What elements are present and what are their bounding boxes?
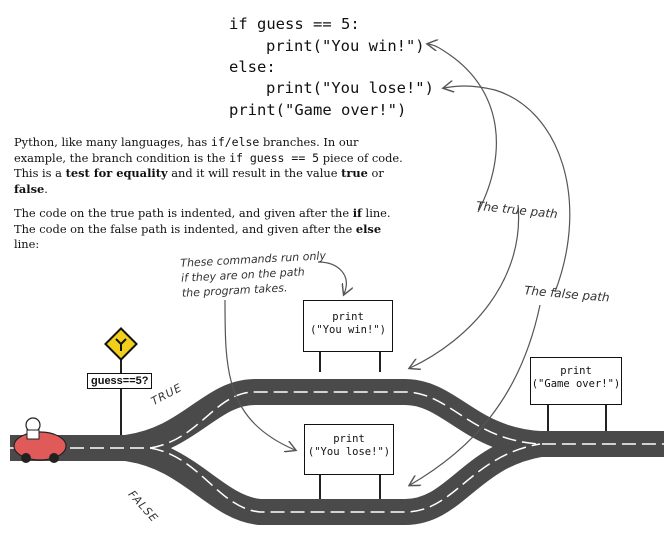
sign-over-title: print — [560, 365, 592, 377]
sign-you-win: print ("You win!") — [303, 300, 393, 352]
car-icon — [13, 417, 67, 463]
sign-game-over: print ("Game over!") — [530, 357, 622, 405]
sign-lose-text: ("You lose!") — [307, 446, 391, 458]
sign-win-text: ("You win!") — [310, 324, 386, 336]
code-line-else: else: — [229, 58, 276, 76]
sign-you-lose: print ("You lose!") — [304, 424, 394, 475]
junction-sign-icon — [104, 327, 138, 361]
arrow-true-path-to-road — [410, 204, 520, 368]
commands-note-annotation: These commands run only if they are on t… — [179, 249, 327, 300]
code-line-print-over: print("Game over!") — [229, 101, 407, 119]
arrow-false-path-to-code — [444, 86, 571, 293]
sign-win-title: print — [332, 311, 364, 323]
explanation-text: Python, like many languages, has if/else… — [14, 135, 406, 262]
arrow-note-to-win-sign — [317, 261, 346, 294]
arrow-false-path-to-road — [410, 304, 541, 485]
arrow-note-to-lose-sign — [224, 299, 295, 450]
code-line-print-lose: print("You lose!") — [266, 79, 434, 97]
paragraph-branches: Python, like many languages, has if/else… — [14, 135, 403, 196]
code-line-if: if guess == 5: — [229, 15, 360, 33]
guess-condition-label: guess==5? — [87, 373, 153, 389]
code-line-print-win: print("You win!") — [266, 37, 425, 55]
sign-lose-title: print — [333, 433, 365, 445]
sign-over-text: ("Game over!") — [531, 378, 621, 390]
arrow-true-path-to-code — [428, 44, 497, 213]
paragraph-indentation: The code on the true path is indented, a… — [14, 206, 391, 251]
